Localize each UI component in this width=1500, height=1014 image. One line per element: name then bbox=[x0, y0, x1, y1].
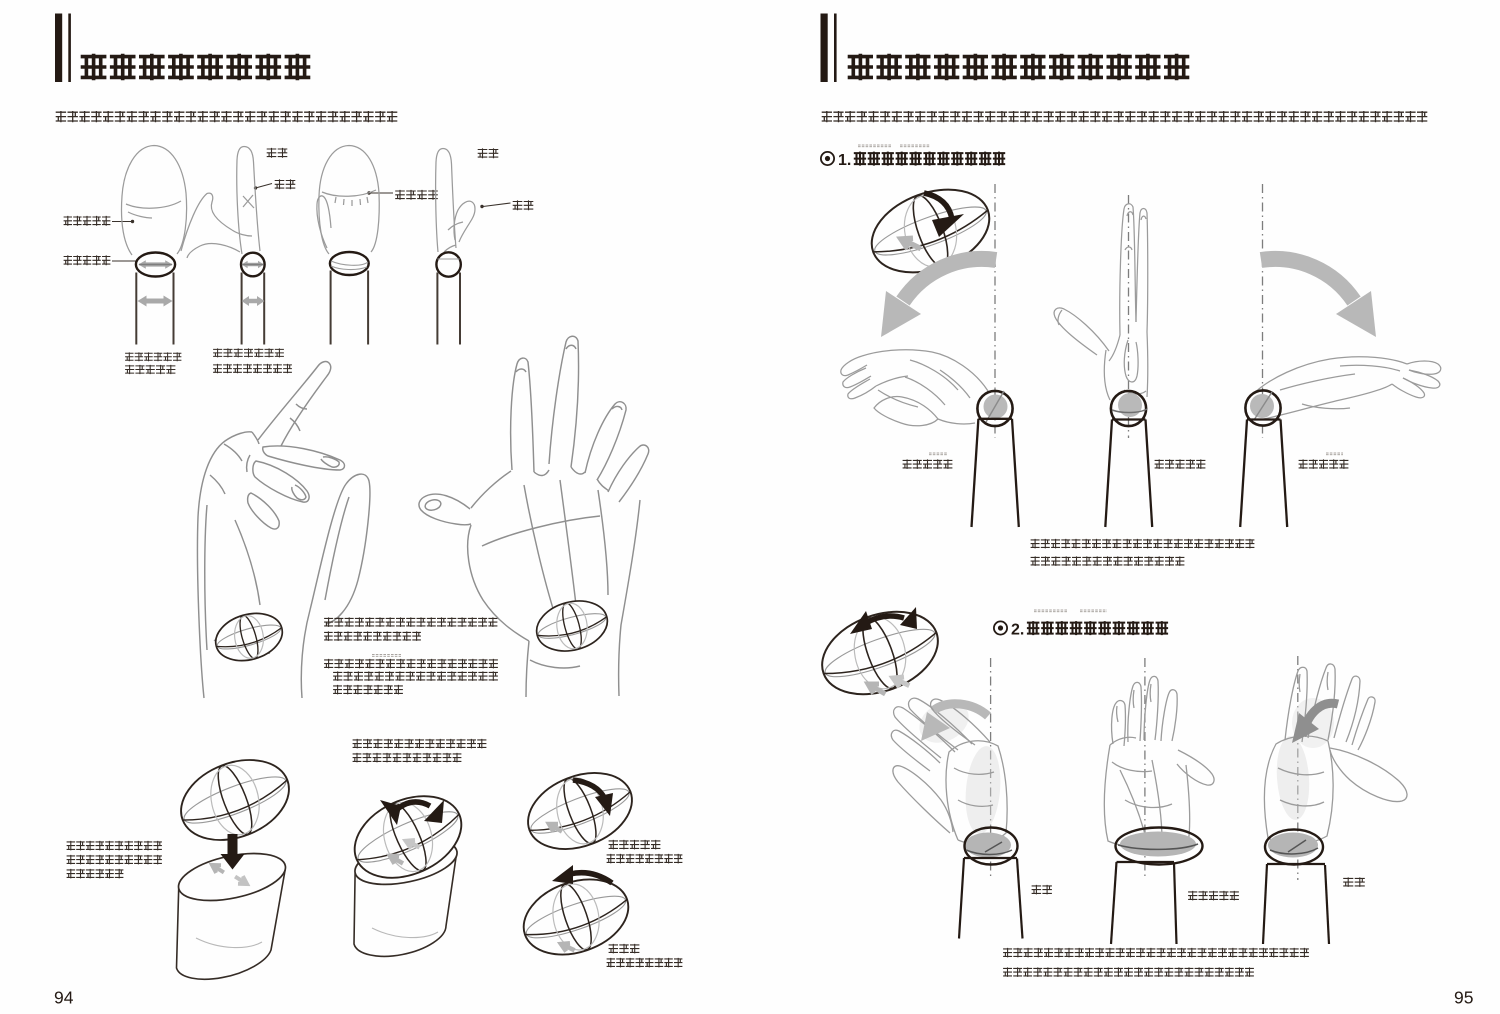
svg-text:2.: 2. bbox=[1011, 622, 1024, 639]
svg-text:95: 95 bbox=[1454, 988, 1473, 1008]
svg-text:1.: 1. bbox=[838, 152, 851, 169]
svg-text:94: 94 bbox=[54, 988, 74, 1008]
